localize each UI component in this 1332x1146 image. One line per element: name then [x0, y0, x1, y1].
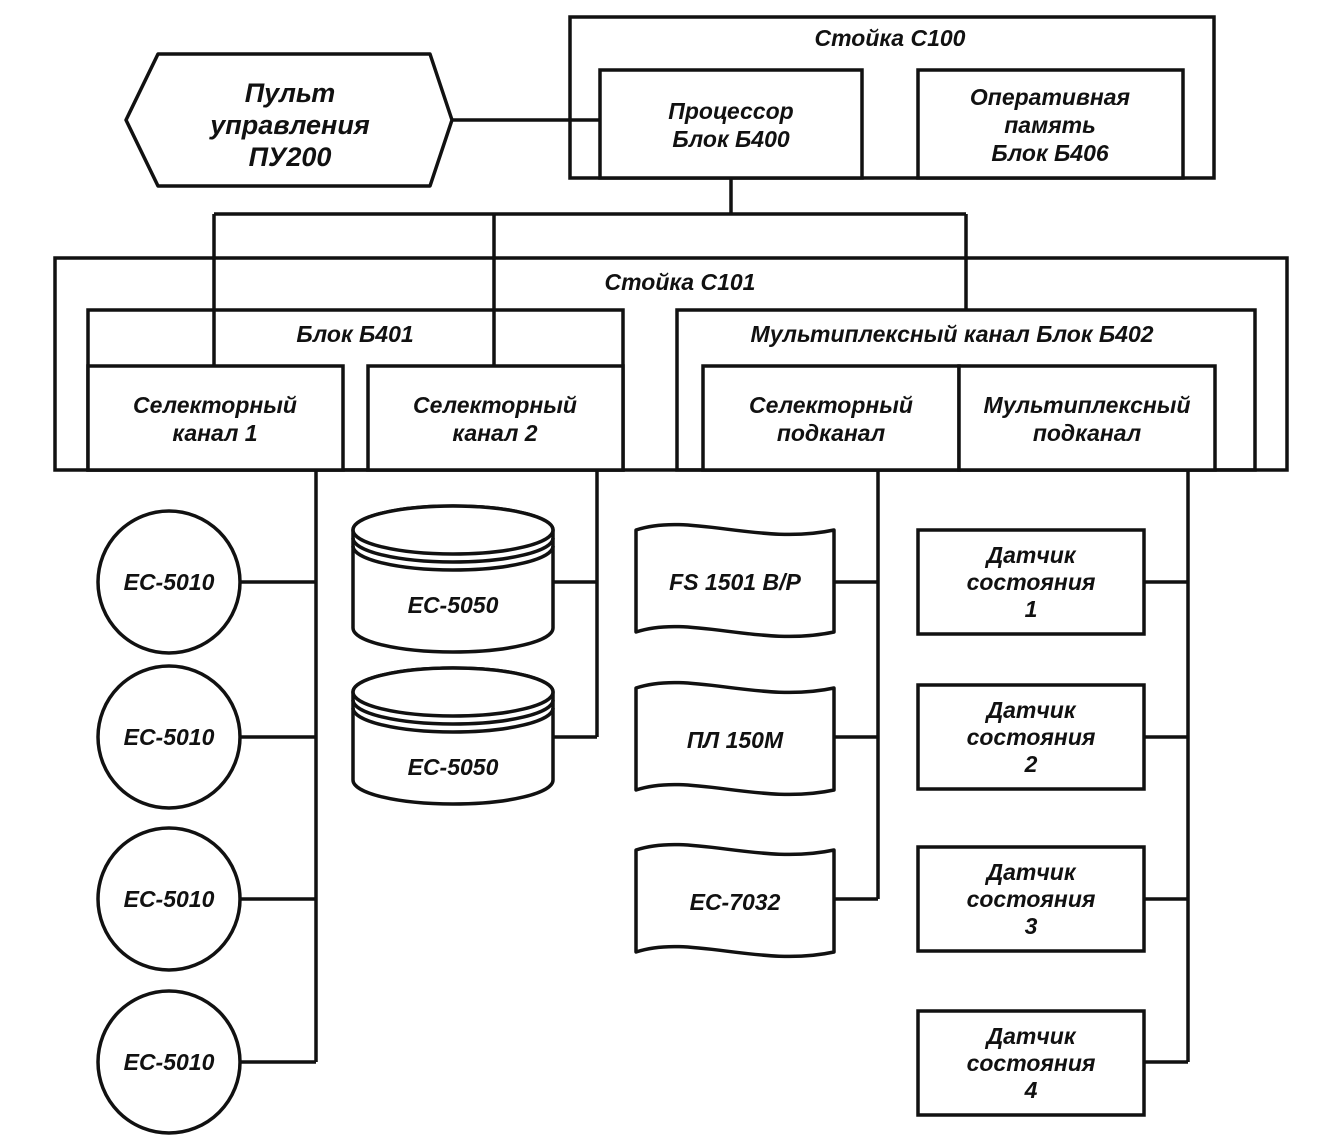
control-console: Пульт управления ПУ200 [124, 52, 454, 188]
rack-c101-title: Стойка С101 [605, 269, 756, 295]
printer-label: ЕС-7032 [690, 889, 781, 915]
disk-drive-label: ЕС-5050 [408, 754, 499, 780]
printer: FS 1501 В/Р [634, 522, 836, 639]
rack-c100: Стойка С100 Процессор Блок Б400 Оператив… [568, 15, 1216, 180]
disk-drive-group: ЕС-5050 ЕС-5050 [351, 504, 555, 806]
printer: ЕС-7032 [634, 842, 836, 959]
memory-label-line1: Оперативная [970, 84, 1131, 110]
tape-drive-label: ЕС-5010 [124, 569, 215, 595]
sensor-label-line3: 2 [1024, 751, 1038, 777]
selector-subchannel-line2: подканал [777, 420, 885, 446]
selector-channel-1-line1: Селекторный [133, 392, 297, 418]
tape-drive: ЕС-5010 [96, 989, 242, 1135]
console-label-line3: ПУ200 [249, 142, 332, 172]
status-sensor: Датчик состояния 4 [916, 1009, 1146, 1117]
printer-group: FS 1501 В/Р ПЛ 150М ЕС-7032 [634, 522, 836, 959]
tape-drive-label: ЕС-5010 [124, 724, 215, 750]
printer: ПЛ 150М [634, 680, 836, 797]
sensor-label-line1: Датчик [985, 1023, 1077, 1049]
selector-subchannel-line1: Селекторный [749, 392, 913, 418]
block-b401-title: Блок Б401 [296, 321, 413, 347]
sensor-label-line3: 3 [1025, 913, 1038, 939]
multiplex-subchannel-line2: подканал [1033, 420, 1141, 446]
tape-drive: ЕС-5010 [96, 664, 242, 810]
sensor-label-line3: 4 [1024, 1077, 1038, 1103]
disk-drive: ЕС-5050 [351, 666, 555, 806]
block-b401: Блок Б401 Селекторный канал 1 Селекторны… [86, 308, 625, 472]
sensor-label-line1: Датчик [985, 542, 1077, 568]
selector-channel-2-line1: Селекторный [413, 392, 577, 418]
status-sensor: Датчик состояния 3 [916, 845, 1146, 953]
rack-c101: Стойка С101 Блок Б401 Селекторный канал … [53, 256, 1289, 472]
sensor-label-line2: состояния [967, 886, 1096, 912]
sensor-label-line2: состояния [967, 1050, 1096, 1076]
processor-label-line1: Процессор [668, 98, 793, 124]
sensor-label-line1: Датчик [985, 859, 1077, 885]
connection-lines [212, 118, 1190, 1064]
console-label-line2: управления [208, 110, 370, 140]
disk-drive: ЕС-5050 [351, 504, 555, 654]
status-sensor: Датчик состояния 1 [916, 528, 1146, 636]
status-sensor: Датчик состояния 2 [916, 683, 1146, 791]
sensor-label-line2: состояния [967, 724, 1096, 750]
selector-channel-1: Селекторный канал 1 [86, 364, 345, 472]
memory-block: Оперативная память Блок Б406 [916, 68, 1185, 180]
selector-subchannel: Селекторный подканал [701, 364, 961, 472]
tape-drive: ЕС-5010 [96, 509, 242, 655]
sensor-label-line1: Датчик [985, 697, 1077, 723]
disk-drive-label: ЕС-5050 [408, 592, 499, 618]
multiplex-subchannel-line1: Мультиплексный [984, 392, 1191, 418]
processor-label-line2: Блок Б400 [672, 126, 790, 152]
selector-channel-2-line2: канал 2 [452, 420, 537, 446]
memory-label-line3: Блок Б406 [991, 140, 1109, 166]
tape-drive: ЕС-5010 [96, 826, 242, 972]
tape-drive-label: ЕС-5010 [124, 1049, 215, 1075]
block-b402: Мультиплексный канал Блок Б402 Селекторн… [675, 308, 1257, 472]
multiplex-subchannel: Мультиплексный подканал [957, 364, 1217, 472]
memory-label-line2: память [1004, 112, 1096, 138]
sensor-label-line2: состояния [967, 569, 1096, 595]
tape-drive-label: ЕС-5010 [124, 886, 215, 912]
console-label-line1: Пульт [245, 78, 336, 108]
printer-label: FS 1501 В/Р [669, 569, 801, 595]
selector-channel-1-line2: канал 1 [172, 420, 257, 446]
printer-label: ПЛ 150М [687, 727, 784, 753]
rack-c100-title: Стойка С100 [815, 25, 966, 51]
selector-channel-2: Селекторный канал 2 [366, 364, 625, 472]
sensor-label-line3: 1 [1025, 596, 1038, 622]
tape-drive-group: ЕС-5010 ЕС-5010 ЕС-5010 ЕС-5010 [96, 509, 242, 1135]
sensor-group: Датчик состояния 1 Датчик состояния 2 Да… [916, 528, 1146, 1117]
block-b402-title: Мультиплексный канал Блок Б402 [750, 321, 1153, 347]
processor-block: Процессор Блок Б400 [598, 68, 864, 180]
